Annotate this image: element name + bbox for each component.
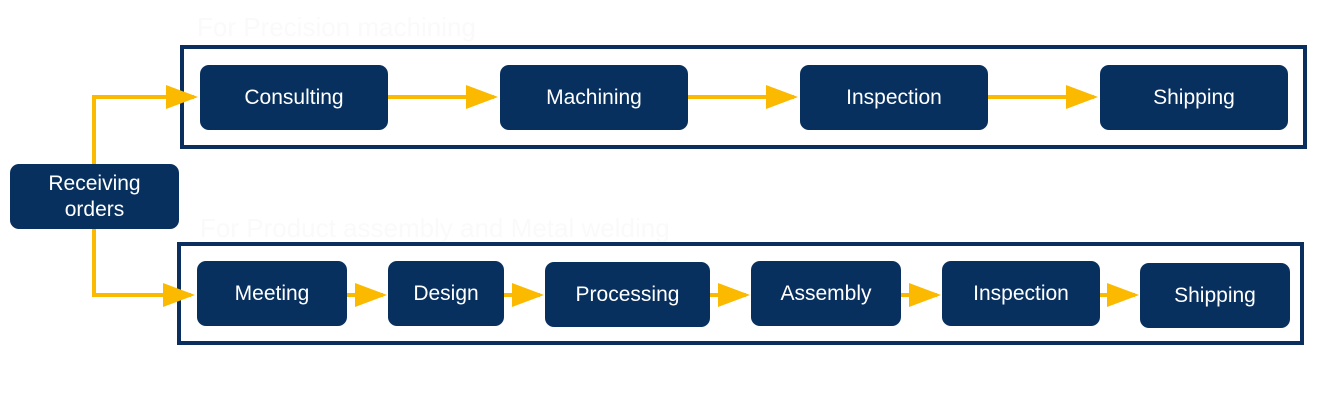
node-meeting: Meeting bbox=[197, 261, 347, 326]
node-consulting: Consulting bbox=[200, 65, 388, 130]
node-shipping-2: Shipping bbox=[1140, 263, 1290, 328]
node-shipping: Shipping bbox=[1100, 65, 1288, 130]
group-label-product-assembly: For Product assembly and Metal welding bbox=[200, 213, 670, 243]
node-receiving-orders: Receiving orders bbox=[10, 164, 179, 229]
node-receiving-orders-line1: Receiving bbox=[48, 171, 141, 195]
node-receiving-orders-line2: orders bbox=[64, 197, 125, 221]
arrow-receiving-to-meeting bbox=[92, 228, 195, 307]
node-inspection: Inspection bbox=[800, 65, 988, 130]
arrow-receiving-to-consulting bbox=[92, 85, 198, 165]
node-inspection-2: Inspection bbox=[942, 261, 1100, 326]
group-label-precision-machining: For Precision machining bbox=[197, 12, 476, 42]
node-assembly: Assembly bbox=[751, 261, 901, 326]
node-design: Design bbox=[388, 261, 504, 326]
node-processing: Processing bbox=[545, 262, 710, 327]
node-machining: Machining bbox=[500, 65, 688, 130]
